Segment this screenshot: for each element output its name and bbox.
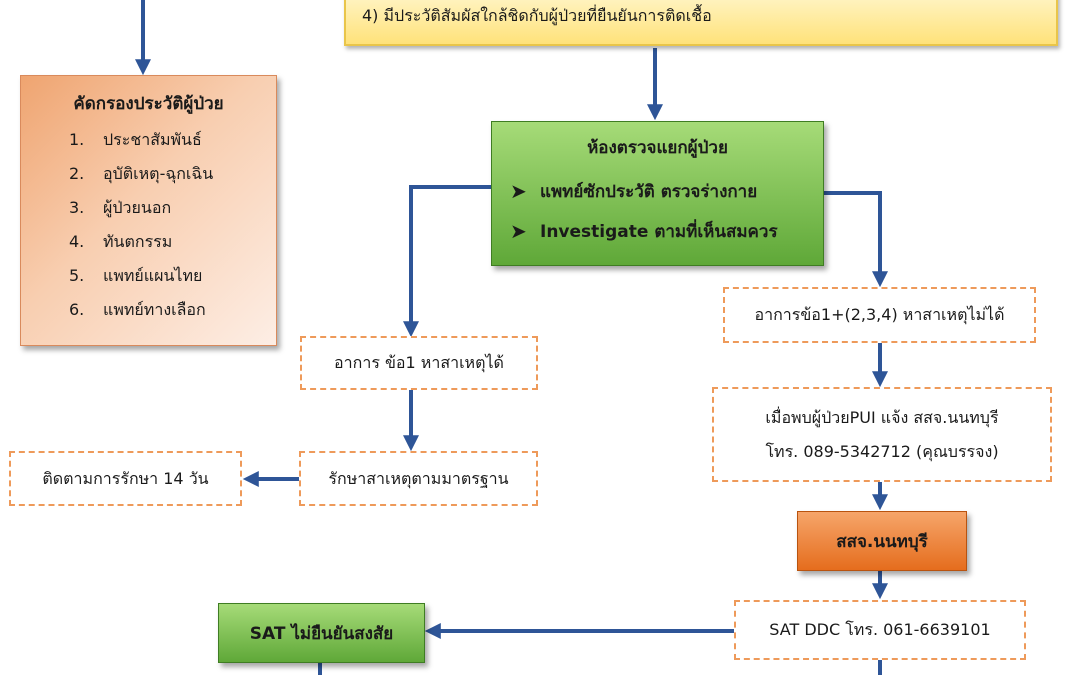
list-item: 4.ทันตกรรม <box>69 232 173 251</box>
follow-up-box: ติดตามการรักษา 14 วัน <box>9 451 242 506</box>
symptom-cause-found-box: อาการ ข้อ1 หาสาเหตุได้ <box>300 336 538 390</box>
arrowhead-bullet-icon: ➤ <box>510 179 527 203</box>
exam-room-box: ห้องตรวจแยกผู้ป่วย ➤ แพทย์ซักประวัติ ตรว… <box>491 121 824 266</box>
treat-standard-box: รักษาสาเหตุตามมาตรฐาน <box>299 451 538 506</box>
list-item: 6.แพทย์ทางเลือก <box>69 300 206 319</box>
screening-title: คัดกรองประวัติผู้ป่วย <box>73 94 224 114</box>
arrow-exam-to-not-found <box>824 191 888 288</box>
contact-history-text: 4) มีประวัติสัมผัสใกล้ชิดกับผู้ป่วยที่ยื… <box>362 6 712 25</box>
screening-list: 1.ประชาสัมพันธ์ 2.อุบัติเหตุ-ฉุกเฉิน 3.ผ… <box>21 123 276 327</box>
screening-box: คัดกรองประวัติผู้ป่วย 1.ประชาสัมพันธ์ 2.… <box>20 75 277 346</box>
list-item: 5.แพทย์แผนไทย <box>69 266 203 285</box>
list-item: 3.ผู้ป่วยนอก <box>69 198 172 217</box>
arrowhead-bullet-icon: ➤ <box>510 219 527 243</box>
provincial-office-box: สสจ.นนทบุรี <box>797 511 967 571</box>
sat-ddc-box: SAT DDC โทร. 061-6639101 <box>734 600 1026 660</box>
list-item: 2.อุบัติเหตุ-ฉุกเฉิน <box>69 164 214 183</box>
pui-report-box: เมื่อพบผู้ป่วยPUI แจ้ง สสจ.นนทบุรี โทร. … <box>712 387 1052 482</box>
pui-report-line-1: เมื่อพบผู้ป่วยPUI แจ้ง สสจ.นนทบุรี <box>765 407 999 427</box>
exam-room-bullet-1: ➤ แพทย์ซักประวัติ ตรวจร่างกาย <box>510 179 758 203</box>
sat-not-confirm-box: SAT ไม่ยืนยันสงสัย <box>218 603 425 663</box>
exam-room-bullet-2: ➤ Investigate ตามที่เห็นสมควร <box>510 219 778 243</box>
symptom-cause-not-found-box: อาการข้อ1+(2,3,4) หาสาเหตุไม่ได้ <box>723 287 1036 343</box>
list-item: 1.ประชาสัมพันธ์ <box>69 130 202 149</box>
contact-history-note: 4) มีประวัติสัมผัสใกล้ชิดกับผู้ป่วยที่ยื… <box>344 0 1058 46</box>
pui-report-line-2: โทร. 089-5342712 (คุณบรรจง) <box>765 441 999 461</box>
arrow-exam-to-found <box>403 185 491 338</box>
exam-room-title: ห้องตรวจแยกผู้ป่วย <box>587 138 728 158</box>
